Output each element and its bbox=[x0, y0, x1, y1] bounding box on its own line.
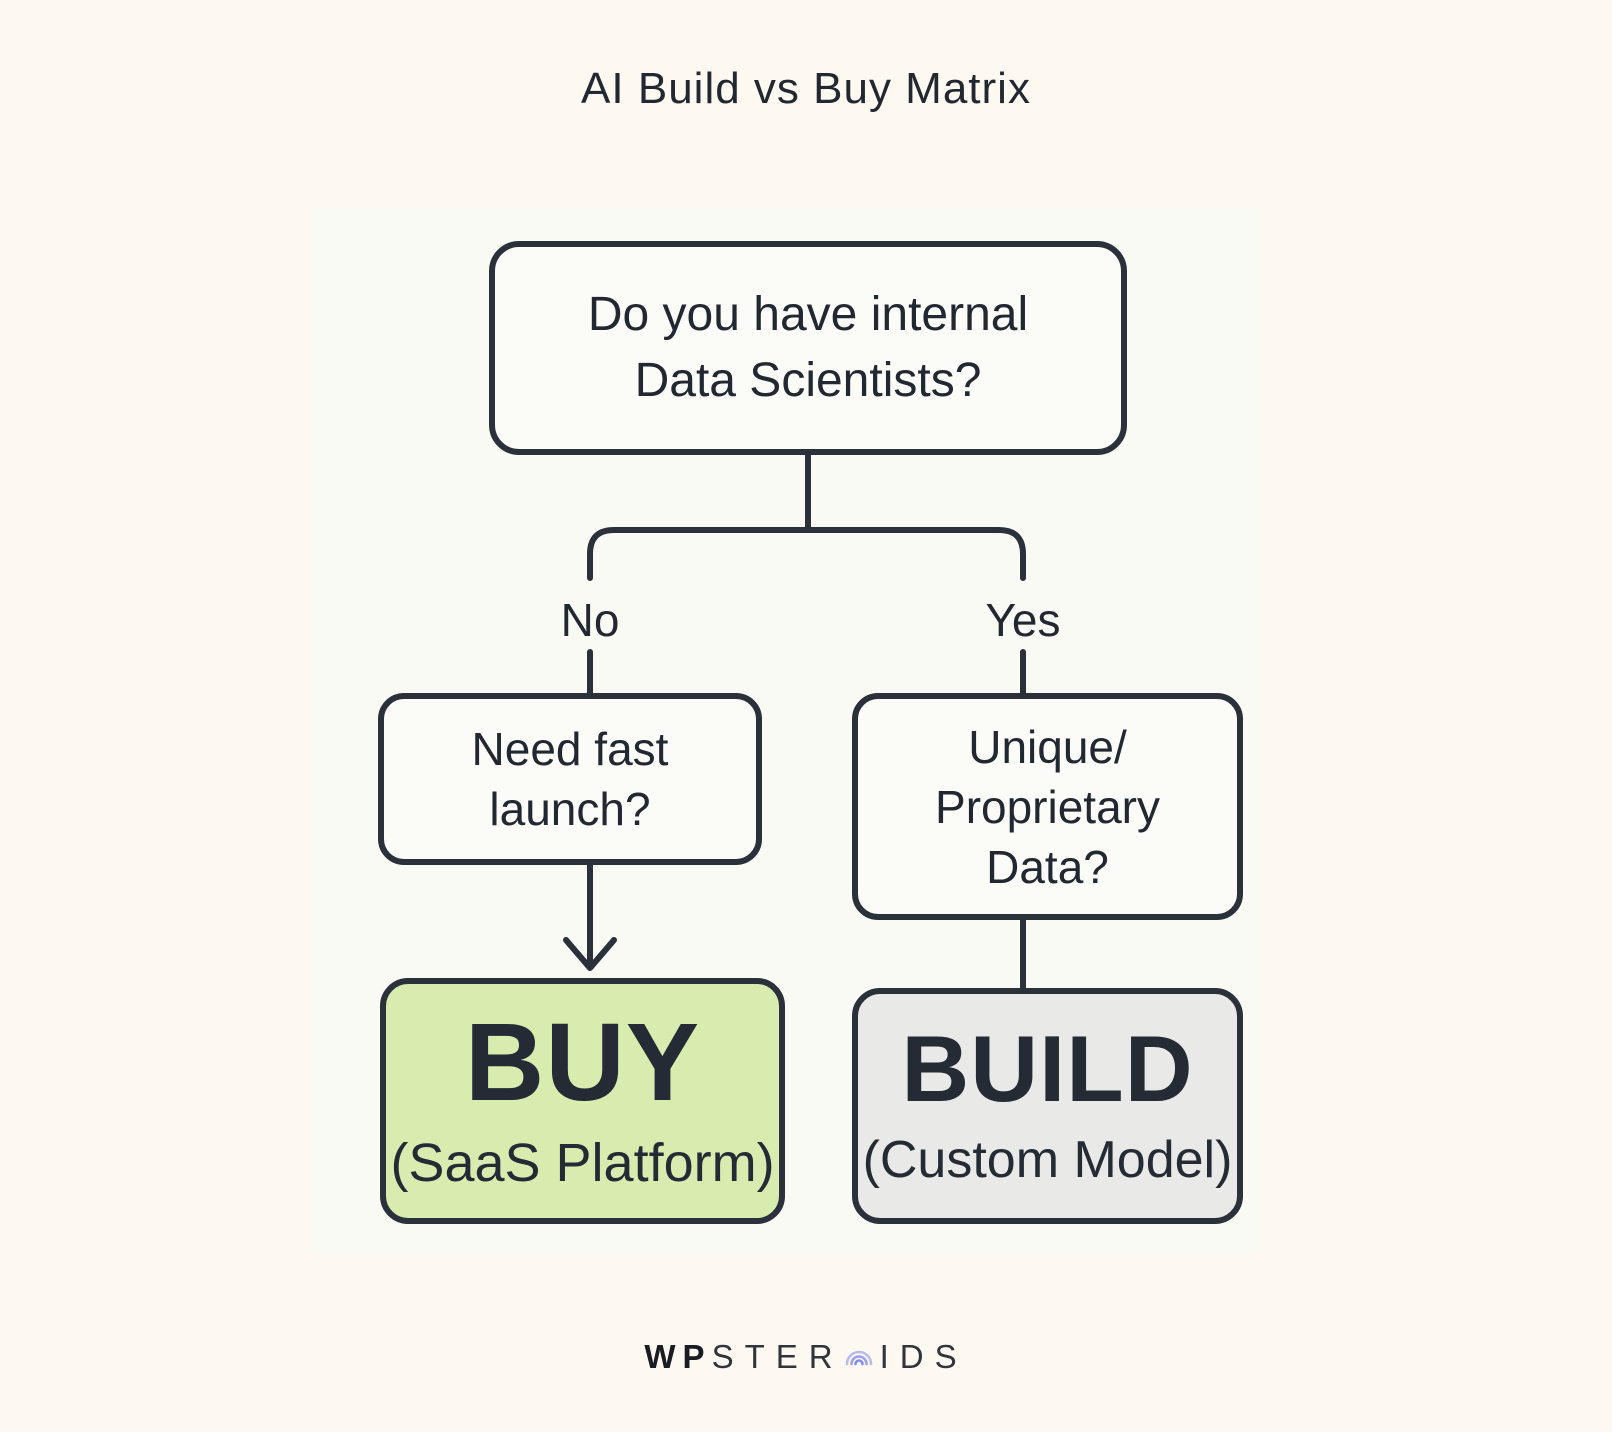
node-text-line: Need fast bbox=[471, 723, 669, 775]
brand-text-wp: WP bbox=[644, 1338, 712, 1375]
outcome-build-title: BUILD bbox=[901, 1016, 1194, 1121]
node-text-line: launch? bbox=[489, 783, 651, 835]
node-text-line: Data? bbox=[986, 840, 1109, 893]
decision-node-proprietary-data: Unique/ Proprietary Data? bbox=[852, 693, 1243, 920]
brand-text-ids: IDS bbox=[879, 1338, 968, 1375]
node-text-line: Proprietary bbox=[935, 780, 1160, 833]
arrowhead-down-icon bbox=[563, 937, 617, 971]
concentric-arcs-icon bbox=[845, 1350, 872, 1366]
outcome-node-buy: BUY (SaaS Platform) bbox=[380, 978, 785, 1224]
outcome-build-subtitle: (Custom Model) bbox=[862, 1131, 1233, 1189]
connector-branch-bar bbox=[587, 527, 1026, 581]
page-title: AI Build vs Buy Matrix bbox=[581, 64, 1031, 113]
brand-text-ster: STER bbox=[711, 1338, 844, 1375]
outcome-node-build: BUILD (Custom Model) bbox=[852, 988, 1243, 1224]
decision-node-data-scientists: Do you have internal Data Scientists? bbox=[489, 241, 1127, 455]
node-text-line: Unique/ bbox=[968, 720, 1127, 773]
outcome-buy-title: BUY bbox=[464, 1001, 701, 1124]
outcome-buy-subtitle: (SaaS Platform) bbox=[390, 1133, 775, 1193]
branch-label-yes: Yes bbox=[985, 594, 1061, 646]
decision-node-fast-launch: Need fast launch? bbox=[378, 693, 762, 865]
branch-label-no: No bbox=[560, 594, 620, 646]
node-text-line: Do you have internal bbox=[587, 288, 1029, 341]
node-text-line: Data Scientists? bbox=[634, 354, 982, 407]
